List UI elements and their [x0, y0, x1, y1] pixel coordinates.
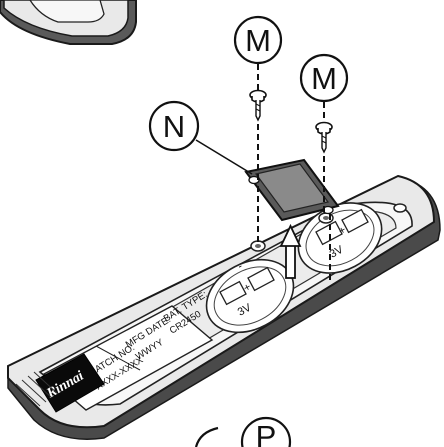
battery-voltage-mark-upper: 3V — [328, 243, 346, 260]
screw-bosses — [250, 203, 407, 252]
callout-n-text: N — [163, 109, 185, 144]
battery-voltage-mark-lower: 3V — [236, 301, 254, 318]
battery-plus-mark-lower: + — [242, 281, 253, 295]
callout-m-left: M — [233, 15, 283, 65]
callout-m-left-text: M — [245, 23, 271, 58]
screw-right — [315, 121, 333, 154]
battery-plus-mark-upper: + — [337, 224, 348, 238]
callout-p-text: P — [256, 419, 277, 447]
cover-leader-line — [195, 139, 253, 175]
screw-left — [249, 89, 267, 122]
callout-p: P — [240, 416, 292, 447]
callout-m-right-text: M — [311, 61, 337, 96]
grip-ridges — [15, 371, 59, 407]
lift-arrow-icon — [279, 223, 302, 279]
battery-minus-mark-lower: - — [236, 260, 245, 272]
battery-cell-lower: + - 3V — [205, 258, 295, 334]
callout-m-right: M — [299, 53, 349, 103]
callout-partial-circle — [194, 426, 219, 447]
battery-cover — [244, 158, 340, 222]
callout-n: N — [148, 100, 200, 152]
remote-top-fragment — [0, 0, 137, 45]
alignment-lines — [257, 64, 331, 284]
